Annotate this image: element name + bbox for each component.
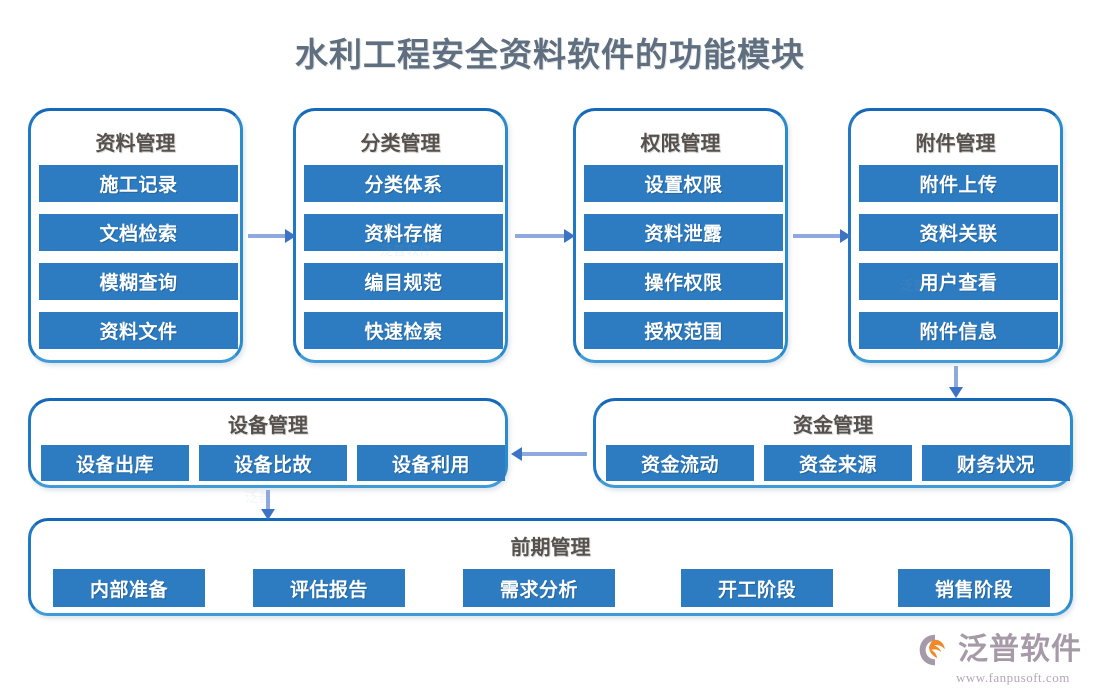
arrow-fujian-to-zijin [949,366,963,398]
fanpu-logo-icon [919,634,945,666]
module-title: 权限管理 [640,133,721,155]
page-title: 水利工程安全资料软件的功能模块 [295,38,805,74]
module-item[interactable]: 分类体系 [304,165,503,202]
module-item[interactable]: 开工阶段 [681,569,833,607]
module-item[interactable]: 模糊查询 [39,263,238,300]
arrow-quanxian-to-fujian [793,229,851,243]
module-item[interactable]: 操作权限 [584,263,783,300]
module-item[interactable]: 资金流动 [606,445,754,481]
logo-url: www.fanpusoft.com [956,670,1070,685]
module-card-ziliao-guanli[interactable]: 资料管理 施工记录 文档检索 模糊查询 资料文件 [28,108,243,363]
module-title: 设备管理 [228,415,308,437]
module-item[interactable]: 用户查看 [859,263,1058,300]
module-title: 附件管理 [915,133,996,155]
arrow-zijin-to-shebei [511,447,587,461]
module-item[interactable]: 需求分析 [463,569,615,607]
module-item[interactable]: 内部准备 [53,569,205,607]
module-title: 资金管理 [793,415,873,437]
module-item[interactable]: 文档检索 [39,214,238,251]
arrow-ziliao-to-fenlei [248,229,296,243]
module-title: 前期管理 [510,537,591,559]
module-item[interactable]: 设备出库 [41,445,189,481]
module-card-fenlei-guanli[interactable]: 分类管理 分类体系 资料存储 编目规范 快速检索 [293,108,508,363]
module-item[interactable]: 设备利用 [357,445,505,481]
module-item[interactable]: 财务状况 [922,445,1070,481]
module-card-qianqi-guanli[interactable]: 前期管理 内部准备 评估报告 需求分析 开工阶段 销售阶段 [28,518,1073,616]
module-item[interactable]: 快速检索 [304,312,503,349]
arrow-fenlei-to-quanxian [515,229,575,243]
module-title: 资料管理 [95,133,176,155]
module-item[interactable]: 评估报告 [253,569,405,607]
module-item[interactable]: 资料文件 [39,312,238,349]
module-item[interactable]: 设备比故 [199,445,347,481]
module-item[interactable]: 附件信息 [859,312,1058,349]
module-item[interactable]: 授权范围 [584,312,783,349]
module-title: 分类管理 [360,133,441,155]
module-card-fujian-guanli[interactable]: 附件管理 附件上传 资料关联 用户查看 附件信息 [848,108,1063,363]
module-card-quanxian-guanli[interactable]: 权限管理 设置权限 资料泄露 操作权限 授权范围 [573,108,788,363]
module-item[interactable]: 资料关联 [859,214,1058,251]
module-item[interactable]: 销售阶段 [898,569,1050,607]
module-item[interactable]: 资料存储 [304,214,503,251]
module-item[interactable]: 资料泄露 [584,214,783,251]
module-item[interactable]: 设置权限 [584,165,783,202]
module-card-shebei-guanli[interactable]: 设备管理 设备出库 设备比故 设备利用 [28,398,508,488]
module-item[interactable]: 附件上传 [859,165,1058,202]
logo-name: 泛普软件 [958,633,1082,666]
module-item[interactable]: 施工记录 [39,165,238,202]
module-card-zijin-guanli[interactable]: 资金管理 资金流动 资金来源 财务状况 [593,398,1073,488]
module-item[interactable]: 资金来源 [764,445,912,481]
brand-logo: 泛普软件 www.fanpusoft.com [918,633,1082,686]
module-item[interactable]: 编目规范 [304,263,503,300]
arrow-shebei-to-qianqi [261,490,275,520]
